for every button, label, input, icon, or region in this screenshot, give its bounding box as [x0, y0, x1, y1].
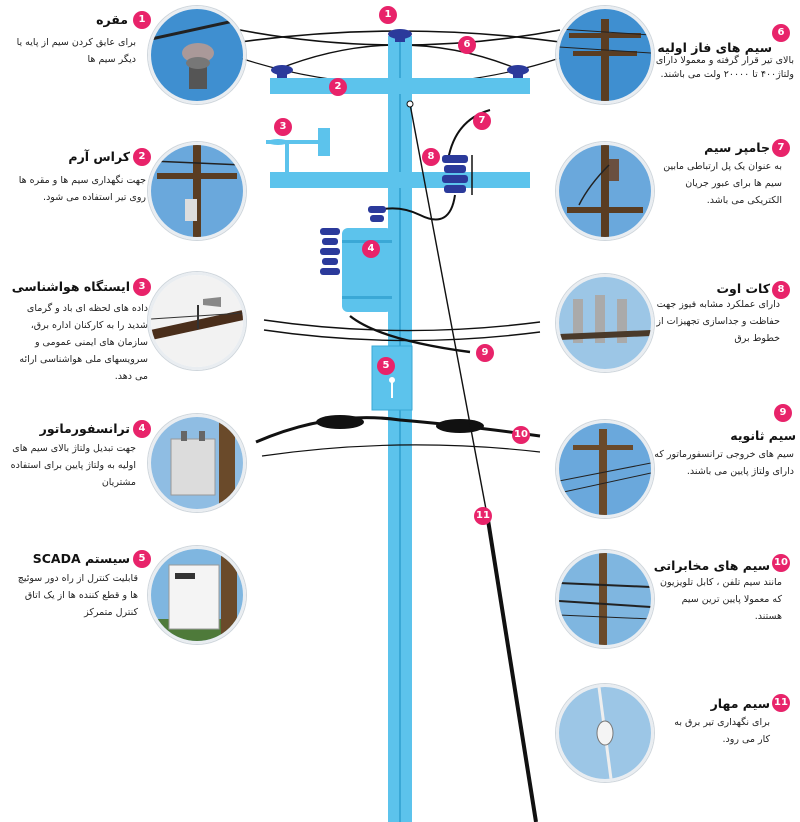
- callout-title: مقره: [96, 12, 128, 27]
- callout-desc: داده های لحظه ای باد و گرمای شدید را به …: [19, 303, 148, 382]
- primary-wires-photo: [556, 6, 654, 104]
- diagram-badge-5: 5: [377, 357, 395, 375]
- callout-badge: 3: [133, 278, 151, 296]
- callout-badge: 5: [133, 550, 151, 568]
- callout-badge: 6: [772, 24, 790, 42]
- crossarm-photo: [148, 142, 246, 240]
- callout-desc: قابلیت کنترل از راه دور سوئیچ ها و قطع ک…: [17, 573, 138, 618]
- diagram-badge-1: 1: [379, 6, 397, 24]
- callout-desc: مانند سیم تلفن ، کابل تلویزیون که معمولا…: [660, 577, 782, 622]
- transformer-photo: [148, 414, 246, 512]
- callout-desc: سیم های خروجی ترانسفورماتور که دارای ولت…: [654, 449, 794, 477]
- callout-desc: دارای عملکرد مشابه فیوز جهت حفاظت و جداس…: [656, 299, 780, 344]
- diagram-badge-9: 9: [476, 344, 494, 362]
- diagram-badge-10: 10: [512, 426, 530, 444]
- weather-station-photo: [148, 272, 246, 370]
- callout-title: کراس آرم: [68, 149, 130, 164]
- diagram-badge-8: 8: [422, 148, 440, 166]
- callout-badge: 4: [133, 420, 151, 438]
- diagram-badge-3: 3: [274, 118, 292, 136]
- cutout-photo: [556, 274, 654, 372]
- callout-desc: به عنوان یک پل ارتباطی مابین سیم ها برای…: [663, 161, 782, 206]
- insulator-photo: [148, 6, 246, 104]
- callout-title: سیم های فاز اولیه: [657, 40, 772, 55]
- diagram-badge-2: 2: [329, 78, 347, 96]
- callout-title: سیم مهار: [710, 696, 770, 711]
- jumper-photo: [556, 142, 654, 240]
- scada-photo: [148, 546, 246, 644]
- diagram-badge-7: 7: [473, 112, 491, 130]
- callout-badge: 1: [133, 11, 151, 29]
- callout-badge: 7: [772, 139, 790, 157]
- callout-badge: 11: [772, 694, 790, 712]
- callout-title: ترانسفورماتور: [39, 421, 130, 436]
- callout-title: سیم ثانویه: [730, 428, 796, 443]
- callout-title: کات اوت: [716, 281, 771, 296]
- diagram-badge-11: 11: [474, 507, 492, 525]
- telecom-wires-photo: [556, 550, 654, 648]
- callout-desc: جهت تبدیل ولتاژ بالای سیم های اولیه به و…: [10, 443, 136, 488]
- callout-desc: برای عایق کردن سیم از پایه یا دیگر سیم ه…: [16, 37, 136, 65]
- callout-badge: 8: [772, 281, 790, 299]
- callout-title: ایستگاه هواشناسی: [11, 279, 130, 294]
- callout-title: سیم های مخابراتی: [653, 558, 770, 573]
- callout-desc: بالای تیر قرار گرفته و معمولا دارای ولتا…: [655, 55, 794, 80]
- callout-desc: برای نگهداری تیر برق به کار می رود.: [674, 717, 770, 745]
- callout-badge: 2: [133, 148, 151, 166]
- callout-badge: 9: [774, 404, 792, 422]
- callout-title: جامپر سیم: [704, 140, 770, 155]
- callout-badge: 10: [772, 554, 790, 572]
- secondary-wires-photo: [556, 420, 654, 518]
- diagram-badge-4: 4: [362, 240, 380, 258]
- callout-desc: جهت نگهداری سیم ها و مقره ها روی تیر است…: [18, 175, 146, 203]
- callout-title: سیستم SCADA: [32, 551, 130, 566]
- guy-wire-photo: [556, 684, 654, 782]
- diagram-badge-6: 6: [458, 36, 476, 54]
